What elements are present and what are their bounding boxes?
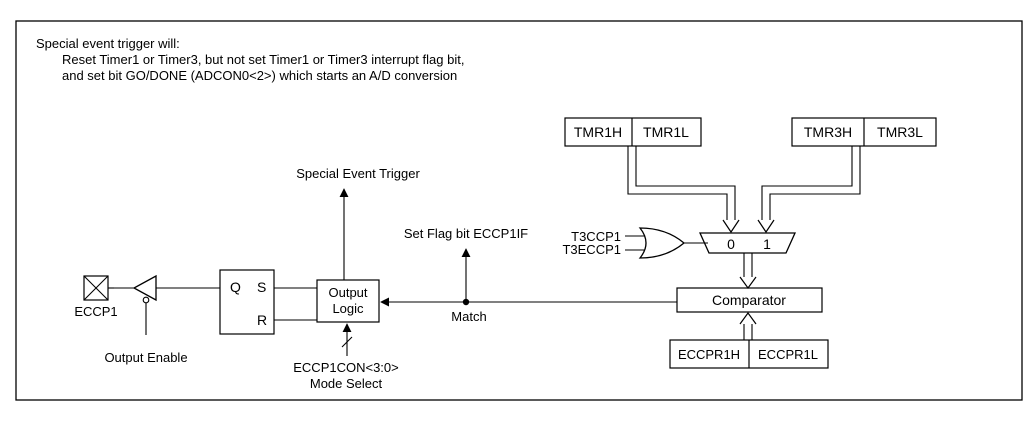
eccpr1-register: ECCPR1H ECCPR1L bbox=[669, 339, 829, 369]
mode-select-label-2: Mode Select bbox=[310, 376, 383, 391]
latch-r-label: R bbox=[257, 312, 267, 328]
figure-border bbox=[15, 20, 1023, 401]
t3eccp1-label: T3ECCP1 bbox=[562, 242, 621, 257]
pin-label: ECCP1 bbox=[74, 304, 117, 319]
bus-slash bbox=[341, 336, 353, 348]
latch-q-label: Q bbox=[230, 279, 241, 295]
sr-latch-block bbox=[219, 269, 275, 335]
mode-select-label-1: ECCP1CON<3:0> bbox=[293, 360, 399, 375]
output-enable-label: Output Enable bbox=[104, 350, 187, 365]
comparator-block bbox=[676, 287, 823, 313]
mux-input-1: 1 bbox=[763, 236, 771, 252]
tmr1h-label: TMR1H bbox=[574, 124, 622, 140]
output-logic-label-1: Output bbox=[328, 285, 367, 300]
note-line-2: Reset Timer1 or Timer3, but not set Time… bbox=[62, 52, 464, 67]
tmr1l-label: TMR1L bbox=[643, 124, 689, 140]
tmr3-bus bbox=[757, 146, 861, 234]
tmr3l-label: TMR3L bbox=[877, 124, 923, 140]
tmr1-register: TMR1H TMR1L bbox=[564, 117, 702, 147]
match-label: Match bbox=[451, 309, 486, 324]
or-gate bbox=[625, 227, 708, 259]
output-logic-label-2: Logic bbox=[332, 301, 364, 316]
timer-select-mux: 0 1 bbox=[698, 232, 797, 254]
eccpr1l-label: ECCPR1L bbox=[758, 347, 818, 362]
comparator-label: Comparator bbox=[712, 292, 786, 308]
eccpr1h-label: ECCPR1H bbox=[678, 347, 740, 362]
output-logic-block bbox=[316, 279, 380, 323]
eccpr1-bus bbox=[739, 311, 757, 340]
mux-to-comparator-bus bbox=[739, 253, 757, 290]
tmr3-register: TMR3H TMR3L bbox=[791, 117, 937, 147]
note-line-3: and set bit GO/DONE (ADCON0<2>) which st… bbox=[62, 68, 457, 83]
note-line-1: Special event trigger will: bbox=[36, 36, 180, 51]
tmr3h-label: TMR3H bbox=[804, 124, 852, 140]
pin-icon bbox=[83, 275, 109, 301]
special-event-trigger-label: Special Event Trigger bbox=[296, 166, 420, 181]
tristate-buffer bbox=[114, 274, 157, 335]
t3ccp1-label: T3CCP1 bbox=[571, 229, 621, 244]
set-flag-label: Set Flag bit ECCP1IF bbox=[404, 226, 528, 241]
latch-s-label: S bbox=[257, 279, 266, 295]
mux-input-0: 0 bbox=[727, 236, 735, 252]
tmr1-bus bbox=[627, 146, 740, 234]
